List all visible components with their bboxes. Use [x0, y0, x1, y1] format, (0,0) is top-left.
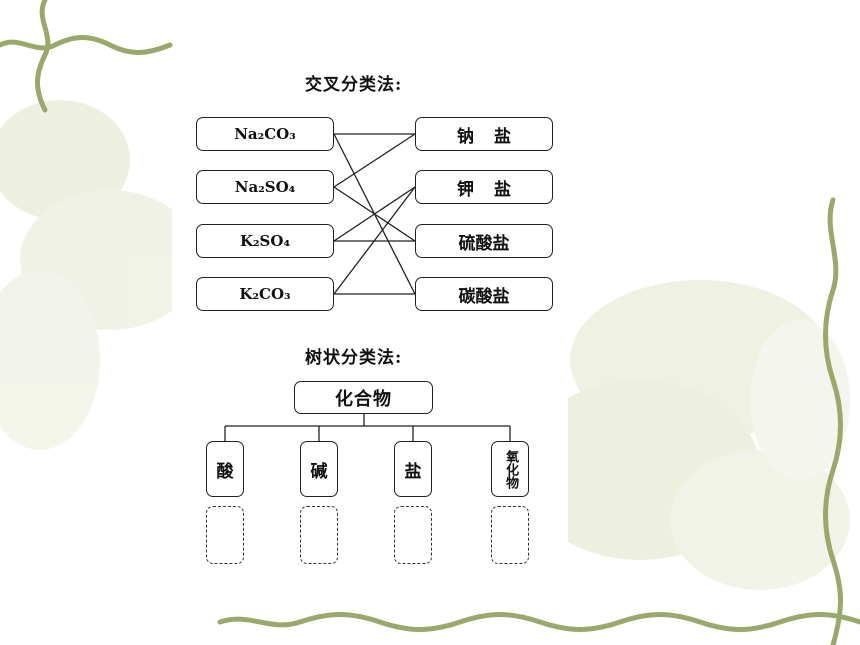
right-item-label: 钾盐 — [457, 179, 531, 200]
tree-category-oxide: 氧化物 — [491, 441, 529, 497]
placeholder-acid — [206, 506, 244, 564]
tree-category-salt: 盐 — [394, 441, 432, 497]
left-item-na2co3: Na₂CO₃ — [196, 117, 334, 151]
left-item-k2so4: K₂SO₄ — [196, 224, 334, 258]
right-item-potassium-salt: 钾盐 — [415, 170, 553, 204]
placeholder-base — [300, 506, 338, 564]
tree-classification-title: 树状分类法: — [305, 348, 403, 368]
cross-link-line — [333, 186, 416, 295]
tree-category-base: 碱 — [300, 441, 338, 497]
cross-link-line — [333, 133, 416, 188]
right-item-carbonate: 碳酸盐 — [415, 277, 553, 311]
cross-classification-title: 交叉分类法: — [305, 75, 403, 95]
left-item-k2co3: K₂CO₃ — [196, 277, 334, 311]
placeholder-oxide — [491, 506, 529, 564]
right-item-label: 钠盐 — [457, 126, 531, 147]
tree-category-acid: 酸 — [206, 441, 244, 497]
placeholder-salt — [394, 506, 432, 564]
right-item-sulfate: 硫酸盐 — [415, 224, 553, 258]
cross-link-line — [333, 186, 416, 242]
right-item-sodium-salt: 钠盐 — [415, 117, 553, 151]
tree-root-compound: 化合物 — [294, 381, 433, 414]
left-item-na2so4: Na₂SO₄ — [196, 170, 334, 204]
